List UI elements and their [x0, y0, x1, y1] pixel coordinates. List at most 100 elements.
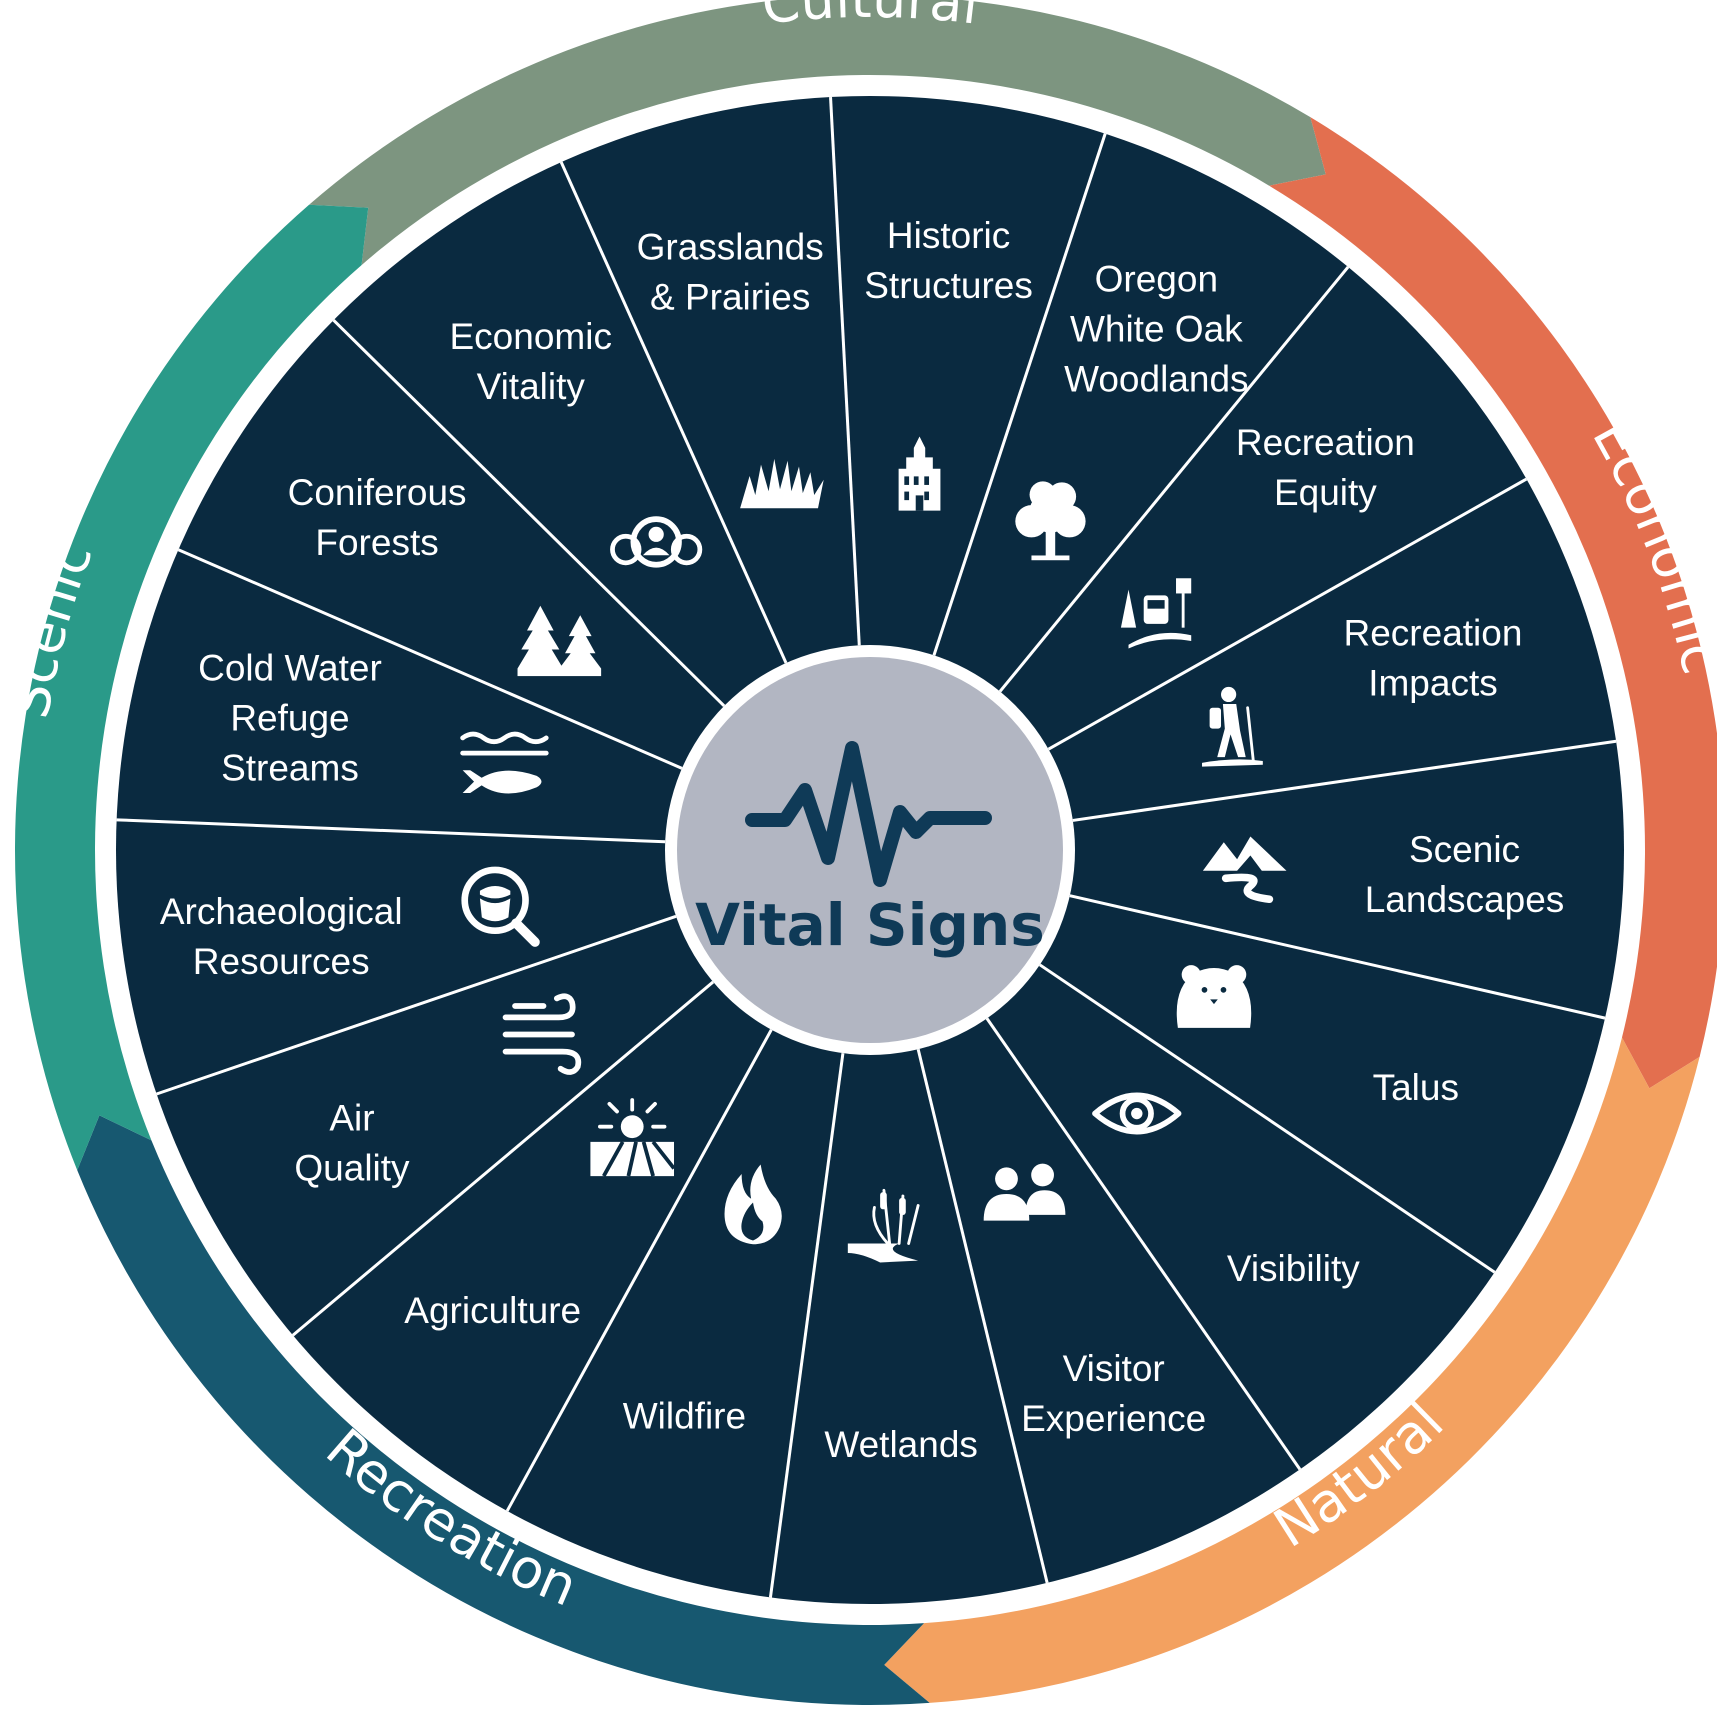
segment-label-line: Forests [315, 522, 438, 563]
pika-icon [1176, 965, 1252, 1028]
fish-water-icon [460, 731, 549, 794]
community-chat-icon [610, 516, 703, 568]
cattails-icon [847, 1188, 920, 1263]
segment-visibility: Visibility [1092, 1092, 1360, 1289]
historic-building-icon [898, 436, 941, 511]
wind-icon [502, 993, 582, 1075]
segment-label-line: Talus [1373, 1067, 1459, 1108]
conifer-trees-icon [517, 605, 602, 677]
segment-divider [291, 980, 715, 1337]
segment-label-line: Visibility [1227, 1248, 1360, 1289]
segment-divider [1069, 894, 1606, 1020]
segment-label-line: Refuge [230, 697, 349, 738]
segment-divider [116, 818, 666, 844]
segment-label: Talus [1373, 1067, 1459, 1108]
segment-label-line: Resources [193, 941, 370, 982]
segment-label-line: Structures [864, 265, 1033, 306]
segment-divider [916, 1048, 1049, 1584]
segment-label: Visibility [1227, 1248, 1360, 1289]
flame-icon [724, 1164, 782, 1245]
category-arc-cultural [309, 0, 1326, 266]
segment-label: Agriculture [404, 1290, 581, 1331]
category-arc-scenic [15, 204, 369, 1171]
segment-divider [768, 1053, 845, 1598]
segment-label-line: Recreation [1344, 612, 1523, 653]
segment-divider [505, 1028, 773, 1512]
segment-label-line: Vitality [477, 366, 586, 407]
segment-divider [985, 1017, 1302, 1471]
segment-label-line: Historic [887, 215, 1010, 256]
segment-divider [829, 96, 861, 646]
segment-divider [1072, 739, 1617, 822]
eye-icon [1092, 1092, 1182, 1135]
segment-label-line: Cold Water [198, 647, 382, 688]
segment-divider [332, 319, 726, 708]
segment-label-line: Quality [294, 1148, 410, 1189]
category-arc-natural [884, 1037, 1700, 1703]
segment-label-line: Impacts [1368, 662, 1498, 703]
pottery-magnifier-icon [461, 866, 540, 947]
segment-label: Grasslands& Prairies [637, 227, 824, 318]
center-title: Vital Signs [695, 891, 1045, 959]
pulse-heartbeat-icon [745, 741, 992, 887]
segment-divider [998, 266, 1350, 693]
segment-label-line: White Oak [1070, 308, 1243, 349]
segment-label-line: Scenic [1409, 829, 1520, 870]
segment-label-line: Wildfire [623, 1395, 746, 1436]
segment-label-line: Economic [449, 316, 611, 357]
segment-label-line: Experience [1021, 1398, 1206, 1439]
segment-label-line: Landscapes [1365, 879, 1565, 920]
center-hub: Vital Signs [665, 645, 1075, 1055]
segment-label: Wildfire [623, 1395, 746, 1436]
mountains-river-icon [1202, 836, 1287, 904]
farm-field-icon [590, 1098, 676, 1177]
segment-label-line: Wetlands [824, 1424, 978, 1465]
segment-label-line: Oregon [1095, 258, 1218, 299]
segment-label-line: Grasslands [637, 227, 824, 268]
segment-label-line: Equity [1274, 472, 1377, 513]
people-icon [983, 1163, 1066, 1221]
segment-divider [559, 161, 788, 664]
segment-wildfire: Wildfire [623, 1164, 782, 1436]
segment-label-line: Visitor [1063, 1348, 1165, 1389]
hiker-icon [1202, 686, 1263, 767]
segment-grasslands-prairies: Grasslands& Prairies [637, 227, 824, 509]
segment-dividers [116, 96, 1617, 1598]
segment-agriculture: Agriculture [404, 1098, 676, 1331]
segment-label-line: Air [329, 1098, 374, 1139]
segment-divider [1038, 963, 1496, 1274]
segment-label-line: Agriculture [404, 1290, 581, 1331]
segment-label-line: Recreation [1236, 422, 1415, 463]
category-arc-economic [1269, 117, 1717, 1089]
segment-label: Wetlands [824, 1424, 978, 1465]
grass-icon [740, 458, 824, 509]
category-arc-recreation [77, 1115, 930, 1705]
segment-divider [156, 914, 677, 1096]
segment-divider [932, 133, 1107, 656]
segment-label-line: Archaeological [160, 891, 403, 932]
